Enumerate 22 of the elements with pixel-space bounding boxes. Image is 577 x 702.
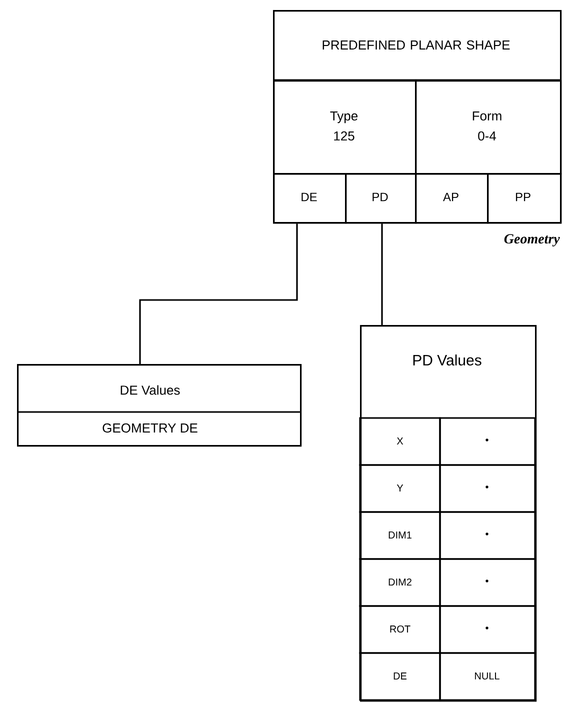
table-cell: •	[439, 511, 536, 560]
table-cell: ROT	[359, 605, 441, 654]
connector-line	[139, 224, 298, 364]
field-cell: PP	[487, 173, 562, 224]
connector-line	[381, 224, 383, 325]
field-cell: DE	[273, 173, 347, 224]
table-cell: DIM1	[359, 511, 441, 560]
field-cell: Form 0-4	[415, 80, 562, 175]
table-cell: •	[439, 558, 536, 607]
table-cell: DE	[359, 652, 441, 701]
node-label: Geometry	[504, 234, 560, 246]
table-cell: Y	[359, 464, 441, 513]
table-cell: •	[439, 417, 536, 466]
table-cell: X	[359, 417, 441, 466]
table-cell: DIM2	[359, 558, 441, 607]
field-cell: AP	[415, 173, 489, 224]
field-cell: Type 125	[273, 80, 417, 175]
table-cell: •	[439, 605, 536, 654]
field-cell: PD	[345, 173, 417, 224]
table-cell: •	[439, 464, 536, 513]
record-box: DE Values GEOMETRY DE	[17, 364, 302, 447]
table-cell: NULL	[439, 652, 536, 701]
